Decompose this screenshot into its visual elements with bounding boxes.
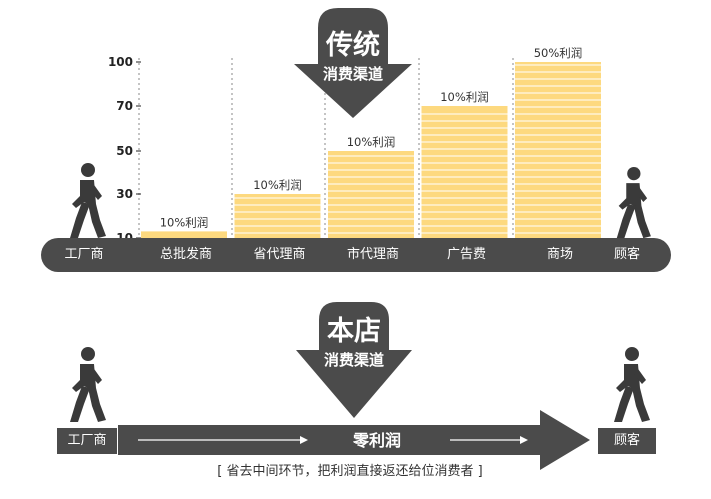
category-label: 商场 — [546, 247, 573, 262]
store-title: 本店 — [327, 316, 381, 347]
bar — [141, 231, 227, 240]
store-subtitle: 消费渠道 — [323, 351, 384, 369]
data-label: 10%利润 — [347, 135, 396, 149]
traditional-down-arrow — [294, 8, 412, 118]
traditional-title: 传统 — [326, 30, 380, 61]
store-caption: [ 省去中间环节，把利润直接返还给位消费者 ] — [217, 464, 483, 479]
zero-profit-label: 零利润 — [352, 431, 401, 450]
start-label-factory: 工厂商 — [64, 247, 104, 262]
data-label: 50%利润 — [534, 46, 583, 60]
walking-person-icon — [616, 166, 651, 239]
category-label: 省代理商 — [253, 247, 306, 262]
bar — [515, 62, 601, 240]
y-tick-label: 50 — [116, 144, 133, 158]
category-label: 广告费 — [446, 247, 486, 262]
walking-person-icon — [70, 163, 106, 238]
store-down-arrow — [296, 302, 412, 418]
data-label: 10%利润 — [253, 178, 302, 192]
traditional-subtitle: 消费渠道 — [322, 65, 383, 83]
data-label: 10%利润 — [440, 90, 489, 104]
walking-person-icon — [70, 347, 106, 422]
y-tick-label: 100 — [108, 55, 133, 69]
store-start-factory: 工厂商 — [57, 428, 117, 454]
store-channel-diagram — [118, 302, 590, 470]
supply-chain-bar — [41, 238, 671, 272]
store-end-customer: 顾客 — [598, 428, 656, 454]
zero-profit-arrow — [118, 410, 590, 470]
bar — [234, 194, 321, 240]
end-label-customer: 顾客 — [613, 247, 640, 262]
category-label: 总批发商 — [159, 247, 212, 262]
bar — [421, 106, 508, 240]
data-label: 10%利润 — [160, 215, 209, 229]
category-label: 市代理商 — [346, 247, 399, 262]
bar — [328, 151, 414, 240]
walking-person-icon — [614, 347, 650, 422]
y-tick-label: 30 — [116, 187, 133, 201]
y-tick-label: 70 — [116, 99, 133, 113]
